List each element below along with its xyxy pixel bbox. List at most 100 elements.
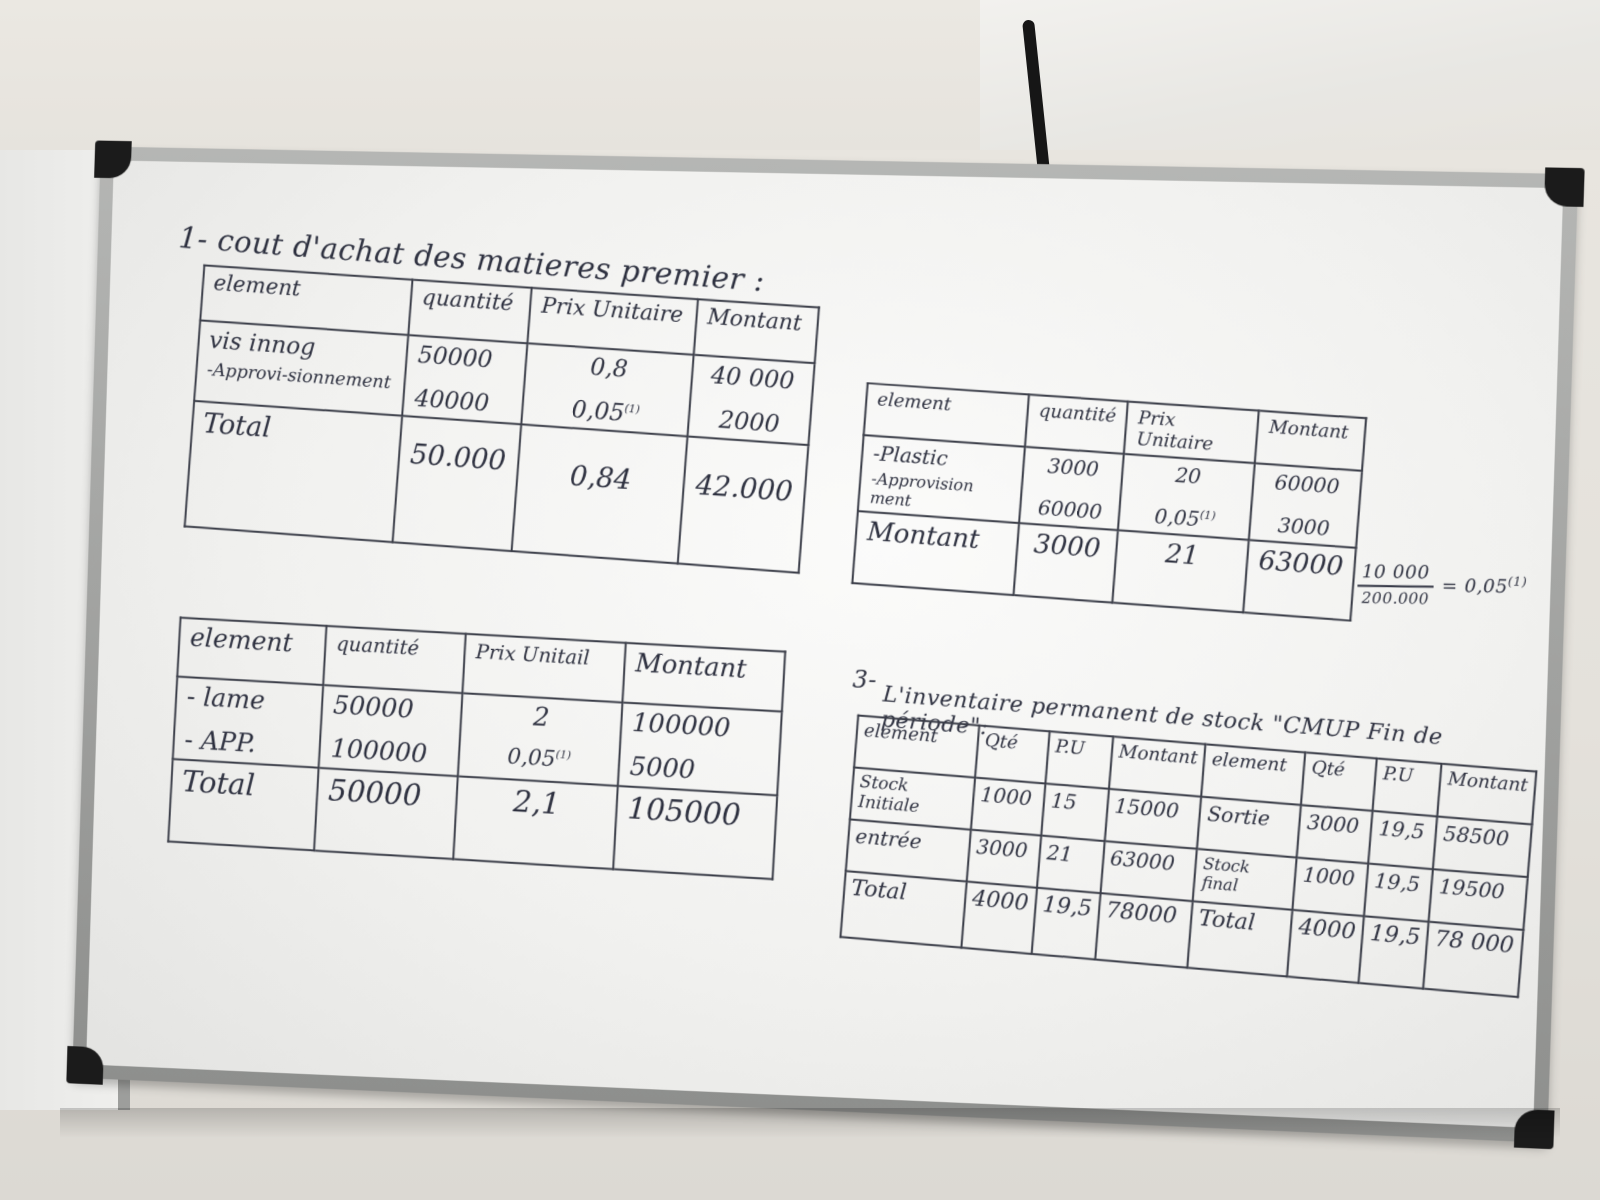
table-cell: 19,5: [1031, 888, 1100, 960]
table-lame: element quantité Prix Unitail Montant - …: [167, 617, 786, 881]
cell-prix: 20 0,05(1): [1118, 454, 1255, 540]
footnote-ref: (1): [1199, 508, 1216, 522]
fraction: 10 000 200.000: [1357, 561, 1434, 608]
cell-prix: 2 0,05(1): [458, 693, 622, 786]
table-plastic: element quantité Prix Unitaire Montant -…: [851, 382, 1367, 622]
header-cell: element: [1202, 744, 1306, 805]
value: 60000: [1264, 469, 1350, 499]
whiteboard-surface: 1- cout d'achat des matieres premier : e…: [86, 160, 1563, 1128]
footnote-formula: 10 000 200.000 = 0,05(1): [1357, 561, 1527, 609]
header-cell: Qté: [1301, 752, 1377, 811]
element-line: - lame: [186, 682, 313, 719]
ceiling-trim: [980, 0, 1600, 150]
value: 50000: [417, 341, 517, 376]
total-montant: 105000: [613, 786, 777, 879]
value: 5000: [629, 752, 768, 790]
table-cell: Total: [840, 871, 966, 948]
element-line: -Approvision ment: [869, 469, 1011, 517]
element-line: - APP.: [184, 725, 311, 762]
total-prix: 2,1: [454, 776, 618, 869]
value: 2000: [699, 404, 800, 439]
header-cell: Montant: [622, 643, 785, 712]
cell-montant: 60000 3000: [1249, 463, 1362, 548]
header-cell: Montant: [1255, 411, 1366, 471]
header-cell: element: [177, 618, 326, 685]
total-prix: 21: [1113, 530, 1249, 612]
value: 0,05: [571, 395, 626, 427]
total-montant: 42.000: [678, 436, 809, 572]
denominator: 200.000: [1361, 587, 1429, 608]
table-cell: 3000: [967, 830, 1042, 888]
footnote-ref: (1): [1508, 574, 1527, 589]
header-cell: P.U: [1373, 758, 1442, 816]
header-cell: P.U: [1045, 731, 1113, 788]
table-cell: 4000: [961, 882, 1037, 954]
value: 40 000: [702, 361, 803, 396]
total-label: Total: [168, 759, 319, 851]
value: 60000: [1031, 495, 1110, 525]
value: 0,05: [507, 744, 556, 772]
table-cell: 19,5: [1364, 864, 1433, 922]
cell-montant: 40 000 2000: [687, 355, 814, 445]
table-cell: 63000: [1100, 841, 1197, 901]
cell-prix: 0,8 0,05(1): [521, 343, 693, 436]
value: 3000: [1261, 511, 1347, 541]
total-montant: 63000: [1243, 540, 1356, 621]
value: 3000: [1034, 453, 1113, 483]
value: 0,8: [536, 349, 683, 387]
header-cell: Montant: [694, 299, 819, 363]
formula-result: = 0,05(1): [1442, 574, 1528, 598]
cell-quantite: 50000 100000: [319, 685, 463, 776]
whiteboard: 1- cout d'achat des matieres premier : e…: [72, 146, 1578, 1142]
table-cell: 3000: [1297, 805, 1373, 864]
table-cell: 15: [1041, 783, 1109, 841]
table-cell: Stock final: [1193, 849, 1297, 910]
table-cell: 15000: [1105, 789, 1202, 849]
total-prix: 0,84: [512, 424, 688, 563]
table-cell: Total: [1188, 901, 1293, 976]
table-cell: 19,5: [1359, 916, 1429, 988]
footnote-ref: (1): [624, 402, 640, 416]
header-cell: Montant: [1109, 737, 1206, 797]
total-quantite: 50.000: [393, 416, 522, 551]
value: 100000: [330, 734, 449, 771]
value: 20: [1133, 460, 1243, 492]
total-label: Total: [185, 401, 403, 542]
value: 50000: [332, 691, 451, 728]
result-value: = 0,05: [1442, 576, 1508, 598]
table-cell: 78000: [1095, 893, 1193, 967]
value: 0,05: [1154, 504, 1201, 531]
total-label: Montant: [852, 511, 1019, 595]
cell-element: -Plastic -Approvision ment: [858, 435, 1025, 523]
cell-quantite: 3000 60000: [1019, 447, 1124, 531]
header-cell: quantité: [324, 626, 467, 693]
header-cell: Prix Unitaire: [1124, 402, 1259, 464]
total-quantite: 3000: [1014, 523, 1119, 603]
table-cell: 19,5: [1369, 811, 1438, 869]
header-cell: quantité: [409, 280, 532, 344]
board-shadow: [60, 1108, 1560, 1138]
section-number: 3-: [852, 665, 877, 694]
footnote-ref: (1): [555, 748, 571, 762]
value: 40000: [414, 384, 514, 419]
total-quantite: 50000: [314, 768, 458, 859]
cell-montant: 100000 5000: [618, 702, 782, 795]
table-cell: 78 000: [1423, 922, 1523, 997]
table-cell: Sortie: [1197, 797, 1301, 858]
table-cell: 19500: [1429, 869, 1528, 930]
table-cell: 1000: [971, 778, 1046, 836]
table-cell: 21: [1037, 836, 1105, 894]
table-cell: 58500: [1433, 816, 1532, 877]
header-cell: Montant: [1438, 764, 1537, 825]
table-cell: 4000: [1287, 910, 1364, 983]
cell-quantite: 50000 40000: [402, 335, 527, 424]
numerator: 10 000: [1357, 561, 1433, 587]
value-with-note: 0,05(1): [1130, 502, 1240, 534]
table-vis: element quantité Prix Unitaire Montant v…: [184, 264, 820, 573]
header-cell: quantité: [1025, 395, 1128, 454]
cell-element: vis innog -Approvi-sionnement: [194, 320, 408, 415]
header-cell: Prix Unitail: [463, 634, 626, 703]
value: 100000: [631, 708, 770, 746]
header-cell: Qté: [975, 725, 1050, 783]
value: 2: [472, 699, 612, 737]
